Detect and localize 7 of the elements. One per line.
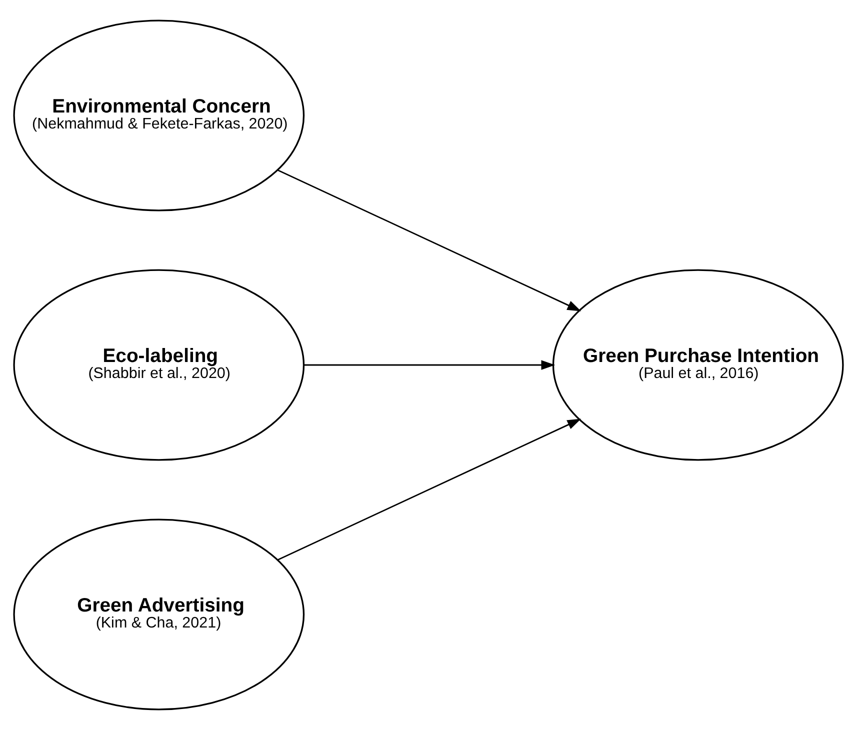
- node-ellipse: Green Advertising (Kim & Cha, 2021): [13, 518, 305, 710]
- node-ellipse: Eco-labeling (Shabbir et al., 2020): [13, 268, 305, 460]
- arrow: [304, 360, 556, 370]
- arrow: [278, 418, 582, 560]
- arrow: [278, 169, 582, 311]
- node-ellipse: Environmental Concern (Nekmahmud & Fekete-Farkas, 2020): [13, 19, 305, 211]
- node-ellipse: Green Purchase Intention (Paul et al., 2016): [552, 268, 844, 460]
